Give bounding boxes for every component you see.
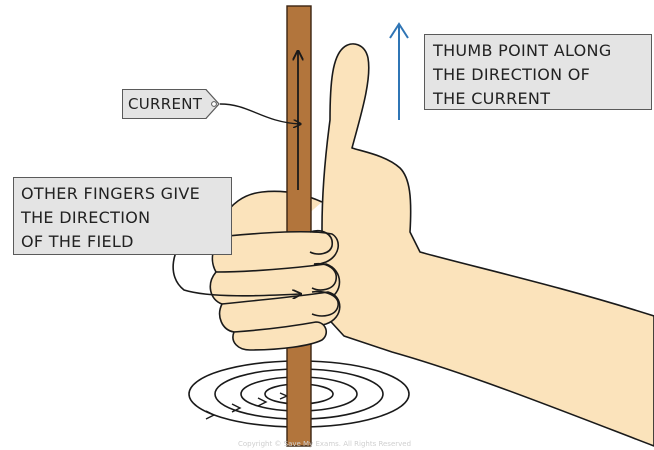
fingers-label-line-3: OF THE FIELD (21, 232, 134, 251)
thumb-direction-arrow (389, 22, 409, 120)
current-label-tag: CURRENT (122, 89, 220, 119)
thumb-label-line-2: THE DIRECTION OF (433, 65, 591, 84)
fingers-label-line-1: OTHER FINGERS GIVE (21, 184, 201, 203)
current-carrying-wire (286, 5, 312, 447)
curled-fingers-icon (209, 230, 341, 351)
thumb-rule-label: THUMB POINT ALONG THE DIRECTION OF THE C… (424, 34, 652, 110)
fingers-label-line-2: THE DIRECTION (21, 208, 151, 227)
fingers-rule-label: OTHER FINGERS GIVE THE DIRECTION OF THE … (13, 177, 232, 255)
current-leader-line (219, 103, 300, 124)
copyright-watermark: Copyright © Save My Exams. All Rights Re… (238, 440, 412, 448)
thumb-label-line-3: THE CURRENT (433, 89, 551, 108)
thumb-label-line-1: THUMB POINT ALONG (433, 41, 612, 60)
